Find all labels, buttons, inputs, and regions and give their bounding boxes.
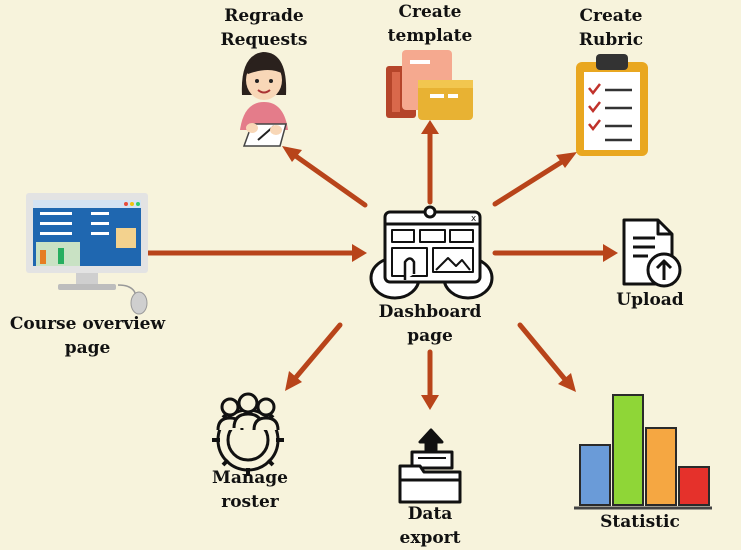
arrow-to-rubric-head	[556, 152, 577, 168]
rubric-label-line2: Rubric	[578, 30, 644, 50]
folders-icon	[386, 50, 473, 120]
arrow-from-course-head	[352, 244, 367, 262]
course-label-line1: Course overview	[9, 314, 166, 334]
arrow-to-regrade	[287, 149, 368, 208]
arrows	[145, 120, 618, 410]
person-reviewing-icon	[240, 52, 288, 147]
computer-monitor-icon	[26, 193, 148, 315]
arrow-to-upload-head	[603, 244, 618, 262]
course-label-line2: page	[64, 338, 111, 358]
export-label-line2: export	[399, 528, 461, 548]
course-label: Course overview page	[0, 312, 175, 360]
center-label-line1: Dashboard	[378, 302, 482, 322]
arrow-to-roster	[289, 322, 343, 385]
document-upload-icon	[622, 218, 682, 288]
dashboard-icon: _ x	[369, 205, 494, 300]
arrow-to-export-head	[421, 395, 439, 410]
bar-chart-icon	[574, 394, 712, 510]
regrade-label: Regrade Requests	[205, 4, 323, 52]
export-label-line1: Data	[407, 504, 453, 524]
regrade-label-line2: Requests	[220, 30, 308, 50]
arrow-to-statistic	[517, 322, 571, 386]
rubric-label: Create Rubric	[556, 4, 666, 52]
statistic-label: Statistic	[585, 510, 695, 534]
roster-label: Manage roster	[195, 466, 305, 514]
upload-label: Upload	[600, 288, 700, 312]
template-label-line1: Create	[398, 2, 462, 22]
people-gear-icon	[212, 392, 284, 476]
folder-export-icon	[398, 428, 462, 504]
arrow-to-statistic-head	[558, 373, 576, 392]
export-label: Data export	[380, 502, 480, 550]
template-label-line2: template	[387, 26, 473, 46]
center-label: Dashboard page	[366, 300, 494, 348]
svg-text:_ x: _ x	[460, 214, 477, 224]
arrow-to-regrade-head	[282, 146, 302, 162]
arrow-to-template-head	[421, 120, 439, 134]
rubric-label-line1: Create	[579, 6, 643, 26]
arrow-to-rubric	[492, 155, 571, 207]
regrade-label-line1: Regrade	[224, 6, 304, 26]
template-label: Create template	[370, 0, 490, 48]
roster-label-line2: roster	[221, 492, 279, 512]
roster-label-line1: Manage	[212, 468, 288, 488]
statistic-label-line1: Statistic	[600, 512, 680, 532]
clipboard-checklist-icon	[576, 54, 648, 156]
upload-label-line1: Upload	[616, 290, 684, 310]
arrow-to-roster-head	[285, 371, 302, 391]
center-label-line2: page	[407, 326, 453, 346]
